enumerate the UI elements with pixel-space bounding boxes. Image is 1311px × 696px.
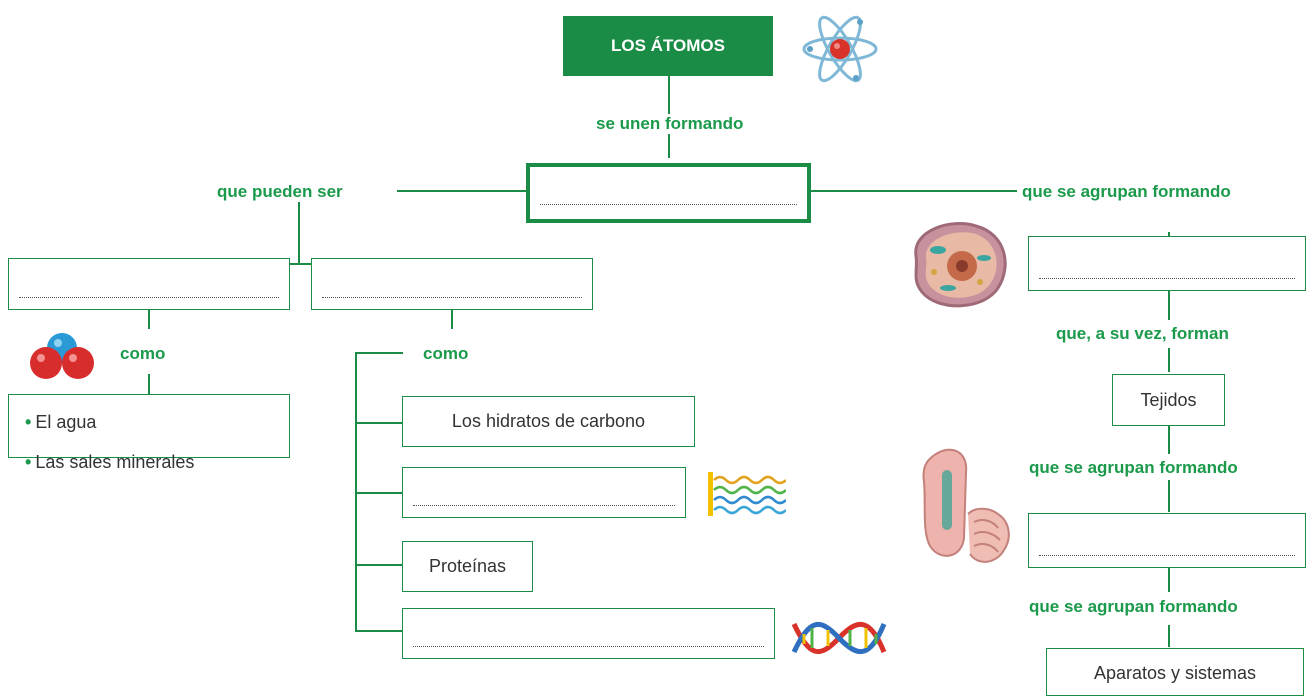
answer-line: [19, 297, 279, 298]
lipid-chains-icon: [706, 468, 787, 520]
cell-icon: [904, 216, 1014, 314]
atom-icon: [800, 12, 880, 86]
organic-answer-box[interactable]: [402, 467, 686, 518]
title-box: LOS ÁTOMOS: [563, 16, 773, 76]
dna-icon: [790, 614, 888, 662]
systems-box: Aparatos y sistemas: [1046, 648, 1304, 696]
list-item: •Las sales minerales: [25, 452, 194, 473]
connector-label: como: [423, 344, 469, 364]
connector-label: se unen formando: [596, 114, 744, 134]
organic-example-box: Proteínas: [402, 541, 533, 592]
connector-line: [451, 309, 453, 329]
answer-line: [1039, 278, 1295, 279]
connector-line: [1168, 567, 1170, 592]
connector-line: [1168, 480, 1170, 512]
connector-label: como: [120, 344, 166, 364]
connector-line: [355, 422, 403, 424]
connector-label: que se agrupan formando: [1029, 597, 1238, 617]
water-molecule-icon: [26, 330, 98, 382]
connector-line: [1168, 424, 1170, 454]
organic-answer-box[interactable]: [402, 608, 775, 659]
inorganic-examples-box: •El agua •Las sales minerales: [8, 394, 290, 472]
answer-line: [322, 297, 582, 298]
connector-line: [355, 564, 403, 566]
connector-label: que se agrupan formando: [1018, 182, 1231, 202]
answer-line: [413, 646, 764, 647]
organic-answer-box[interactable]: [311, 258, 593, 310]
connector-line: [148, 309, 150, 329]
cells-answer-box[interactable]: [1028, 236, 1306, 291]
answer-line: [540, 204, 797, 205]
connector-line: [148, 263, 452, 265]
organ-icon: [918, 442, 1020, 574]
connector-line: [1168, 348, 1170, 372]
organic-example-text: Proteínas: [428, 556, 507, 576]
connector-line: [1168, 625, 1170, 647]
tissues-text: Tejidos: [1140, 389, 1197, 410]
tissues-box: Tejidos: [1112, 374, 1225, 426]
connector-line: [355, 352, 357, 631]
list-item: •El agua: [25, 412, 96, 433]
connector-line: [298, 200, 300, 264]
connector-label: que se agrupan formando: [1029, 458, 1238, 478]
connector-line: [148, 374, 150, 394]
bullet: •: [25, 452, 32, 472]
connector-label: que, a su vez, forman: [1056, 324, 1229, 344]
connector-line: [1168, 290, 1170, 320]
connector-line: [355, 492, 403, 494]
organic-example-box: Los hidratos de carbono: [402, 396, 695, 447]
systems-text: Aparatos y sistemas: [1093, 663, 1257, 683]
molecules-answer-box[interactable]: [526, 163, 811, 223]
connector-line: [355, 630, 403, 632]
organic-example-text: Los hidratos de carbono: [451, 411, 646, 431]
inorganic-answer-box[interactable]: [8, 258, 290, 310]
title-text: LOS ÁTOMOS: [611, 36, 725, 55]
list-item-text: Las sales minerales: [35, 452, 195, 472]
connector-line: [355, 352, 403, 354]
list-item-text: El agua: [35, 412, 97, 432]
organs-answer-box[interactable]: [1028, 513, 1306, 568]
answer-line: [1039, 555, 1295, 556]
bullet: •: [25, 412, 32, 432]
connector-label: que pueden ser: [217, 182, 351, 202]
answer-line: [413, 505, 675, 506]
